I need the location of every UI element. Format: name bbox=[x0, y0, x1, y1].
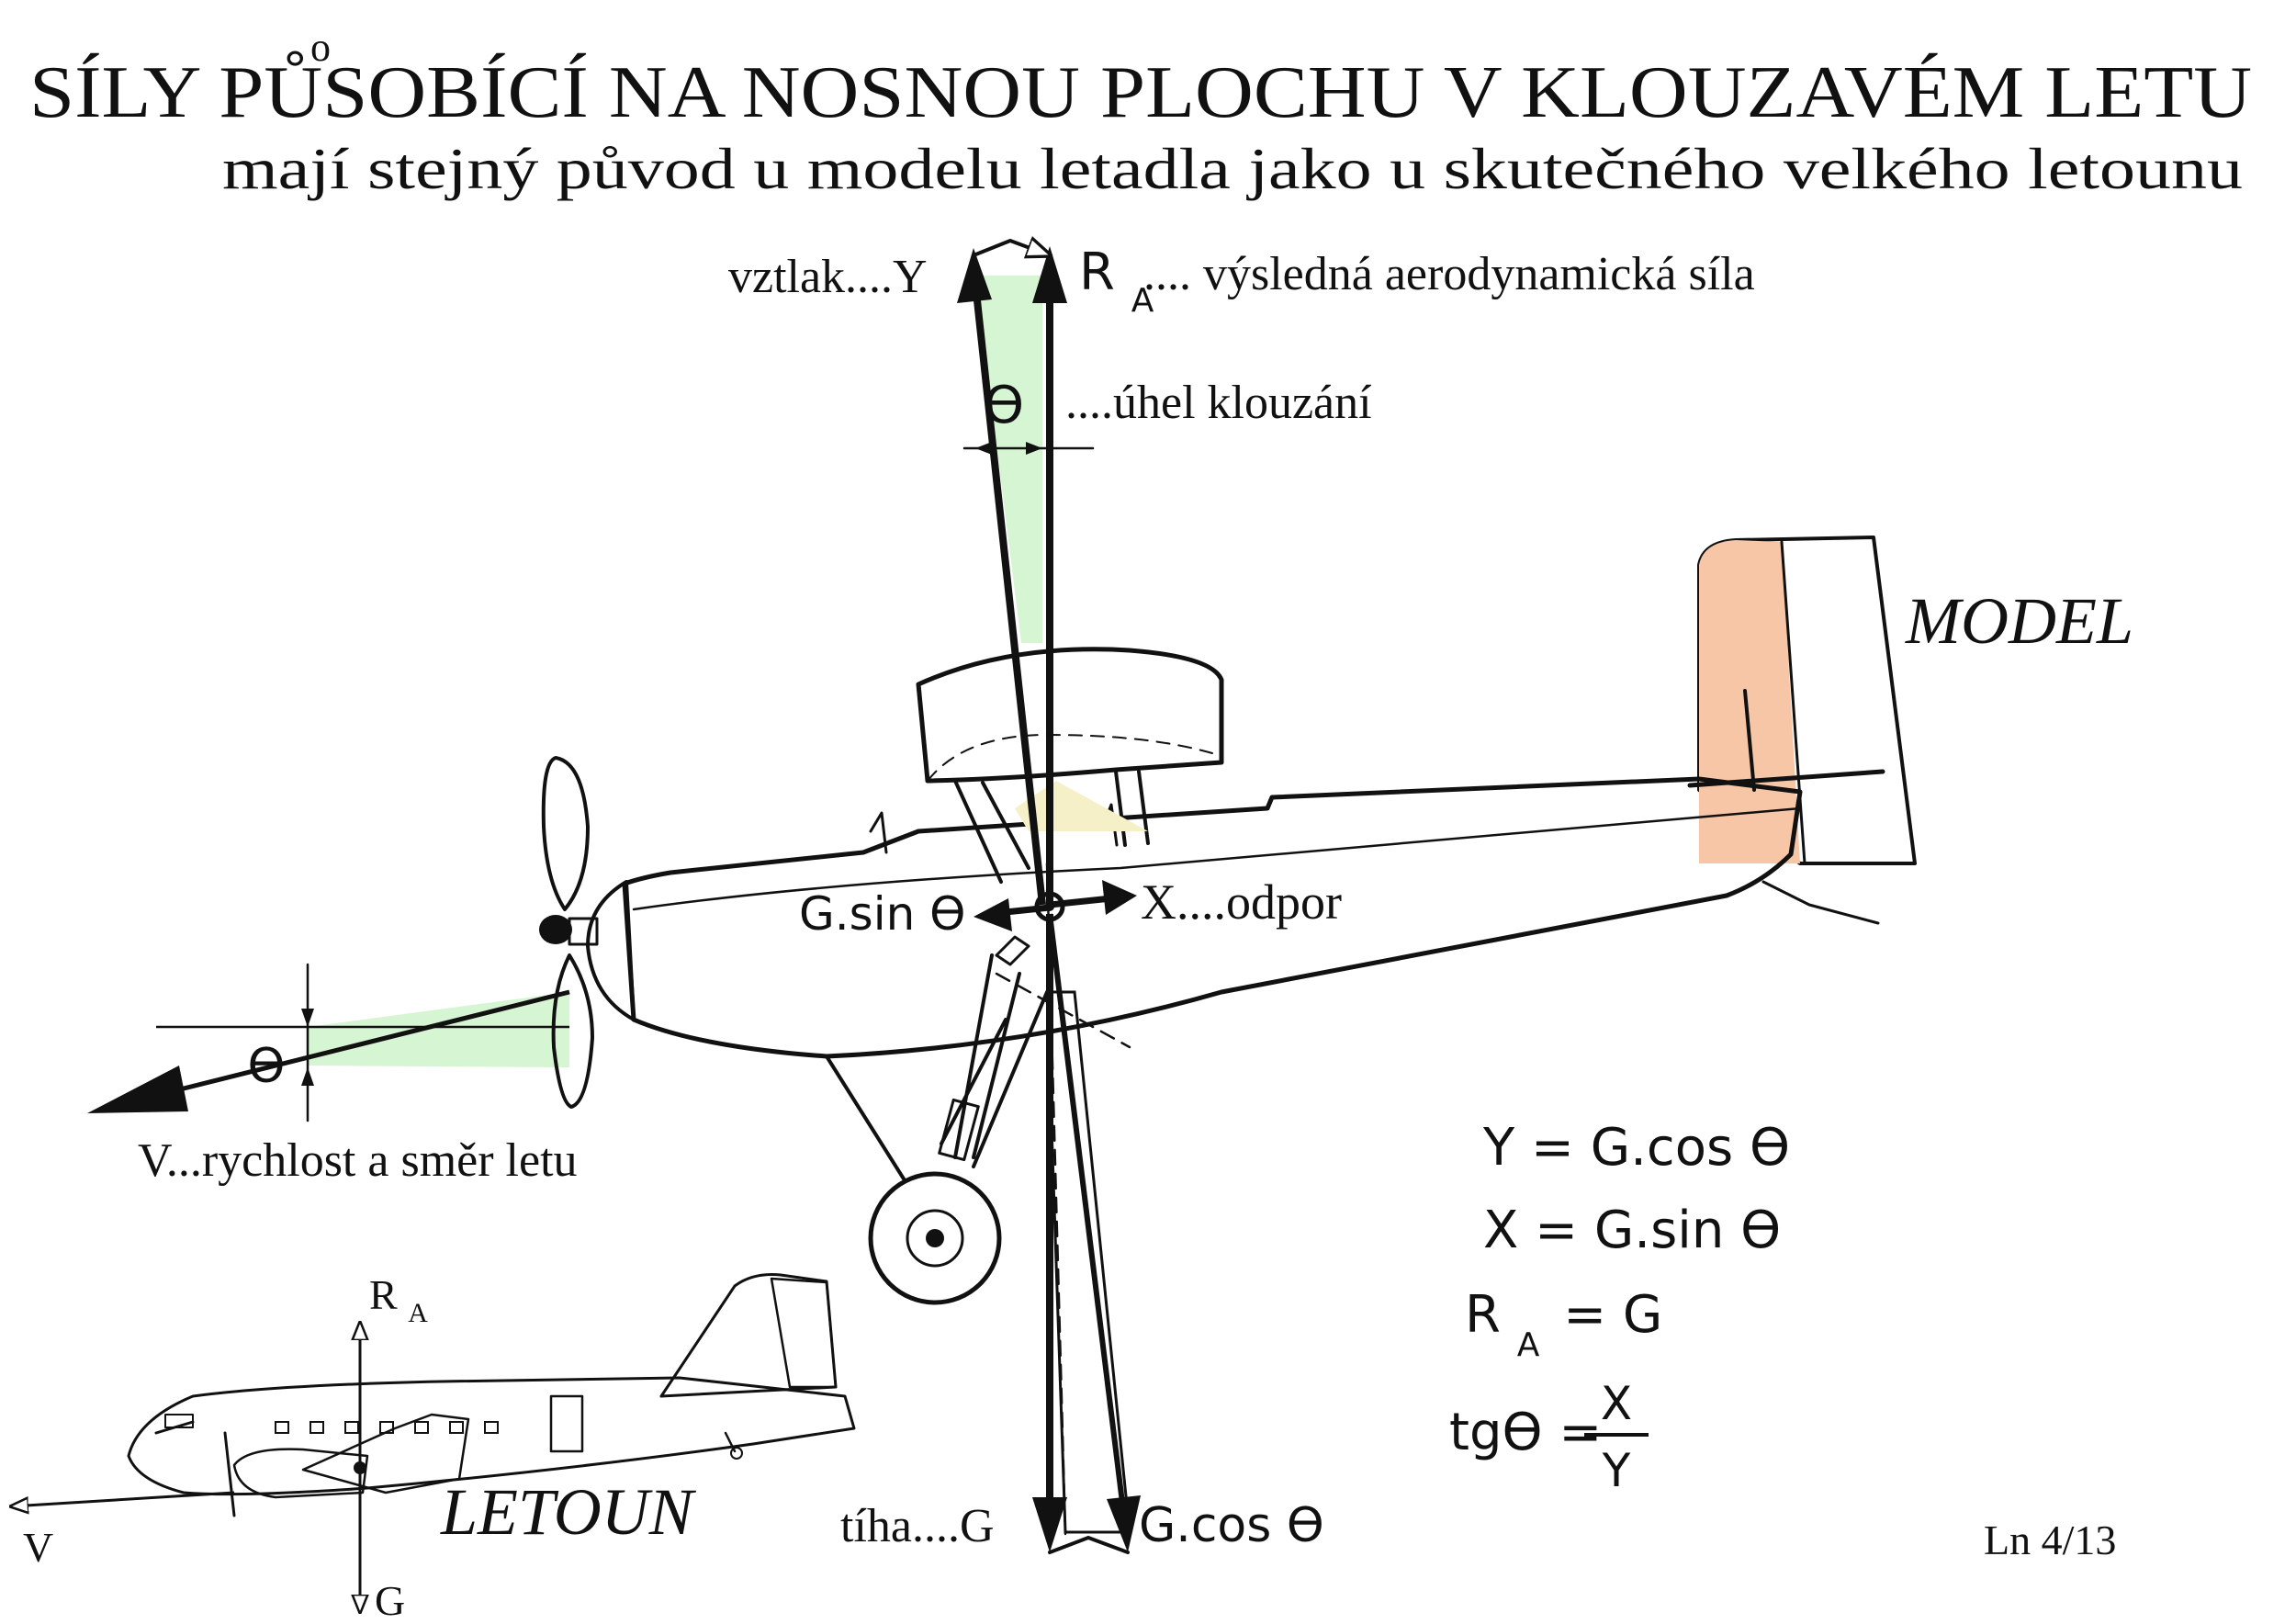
model-fuselage bbox=[622, 776, 1803, 1059]
letoun-wing bbox=[301, 1413, 470, 1494]
formula-ra-symbol: R bbox=[1465, 1285, 1501, 1345]
model-wheel bbox=[868, 1171, 1002, 1305]
velocity-angle-wedge bbox=[308, 992, 569, 1067]
formula-tg-denominator: Y bbox=[1602, 1444, 1631, 1497]
force-vectors bbox=[87, 241, 1141, 1554]
weight-label: tíha....G bbox=[840, 1500, 995, 1552]
formula-x: X = G.sin ϴ bbox=[1483, 1201, 1781, 1260]
model-spinner bbox=[586, 880, 636, 1021]
letoun-ra-subscript: A bbox=[408, 1298, 428, 1328]
letoun-airplane bbox=[11, 1273, 856, 1613]
formula-y: Y = G.cos ϴ bbox=[1482, 1118, 1790, 1178]
glide-angle-label: ....úhel klouzání bbox=[1065, 377, 1372, 429]
ring-accent: o bbox=[310, 25, 331, 70]
resultant-description: .... výsledná aerodynamická síla bbox=[1143, 248, 1755, 300]
letoun-v-label: V bbox=[23, 1524, 53, 1571]
formula-ra: R A = G bbox=[1465, 1285, 1662, 1369]
velocity-arrow bbox=[164, 989, 570, 1096]
glide-theta-symbol: ϴ bbox=[984, 376, 1024, 435]
page-reference: Ln 4/13 bbox=[1984, 1517, 2116, 1563]
center-point bbox=[1034, 891, 1065, 922]
resultant-symbol: R bbox=[1079, 242, 1115, 302]
model-propeller bbox=[541, 756, 594, 1109]
model-label: MODEL bbox=[1905, 584, 2133, 658]
formula-ra-subscript: A bbox=[1517, 1326, 1540, 1364]
velocity-label: V...rychlost a směr letu bbox=[138, 1134, 578, 1187]
formula-tg-left: tgϴ = bbox=[1449, 1403, 1602, 1462]
page-subtitle: mají stejný původ u modelu letadla jako … bbox=[222, 136, 2243, 201]
page-title: SÍLY PŮSOBÍCÍ NA NOSNOU PLOCHU V KLOUZAV… bbox=[29, 51, 2252, 133]
letoun-v-arrow bbox=[11, 1491, 235, 1506]
resultant-subscript: A bbox=[1131, 282, 1154, 320]
gcos-arrow bbox=[1047, 913, 1128, 1526]
letoun-ra-symbol: R bbox=[369, 1271, 398, 1318]
letoun-label: LETOUN bbox=[440, 1475, 697, 1549]
drag-label: X....odpor bbox=[1141, 874, 1342, 930]
model-landing-gear bbox=[825, 953, 1049, 1182]
gsin-label: G.sin ϴ bbox=[799, 887, 966, 941]
letoun-ra-label: R A bbox=[369, 1271, 428, 1328]
glide-angle-wedge bbox=[975, 276, 1042, 643]
formula-ra-rest: = G bbox=[1563, 1285, 1662, 1345]
formulas: Y = G.cos ϴ X = G.sin ϴ R A = G tgϴ = X … bbox=[1449, 1118, 1790, 1497]
letoun-windows bbox=[275, 1421, 499, 1434]
velocity-theta-symbol: ϴ bbox=[248, 1039, 286, 1094]
resultant-label: R A bbox=[1079, 242, 1154, 320]
formula-tg-numerator: X bbox=[1601, 1377, 1632, 1430]
model-airplane bbox=[539, 536, 1917, 1536]
gcos-label: G.cos ϴ bbox=[1139, 1498, 1324, 1553]
model-wing-strut bbox=[953, 770, 1150, 884]
lift-arrow bbox=[970, 265, 1046, 906]
lift-label: vztlak....Y bbox=[728, 251, 928, 303]
letoun-tail bbox=[659, 1273, 838, 1398]
letoun-g-label: G bbox=[375, 1577, 405, 1624]
model-wing bbox=[916, 647, 1224, 784]
letoun-engine bbox=[232, 1448, 369, 1499]
